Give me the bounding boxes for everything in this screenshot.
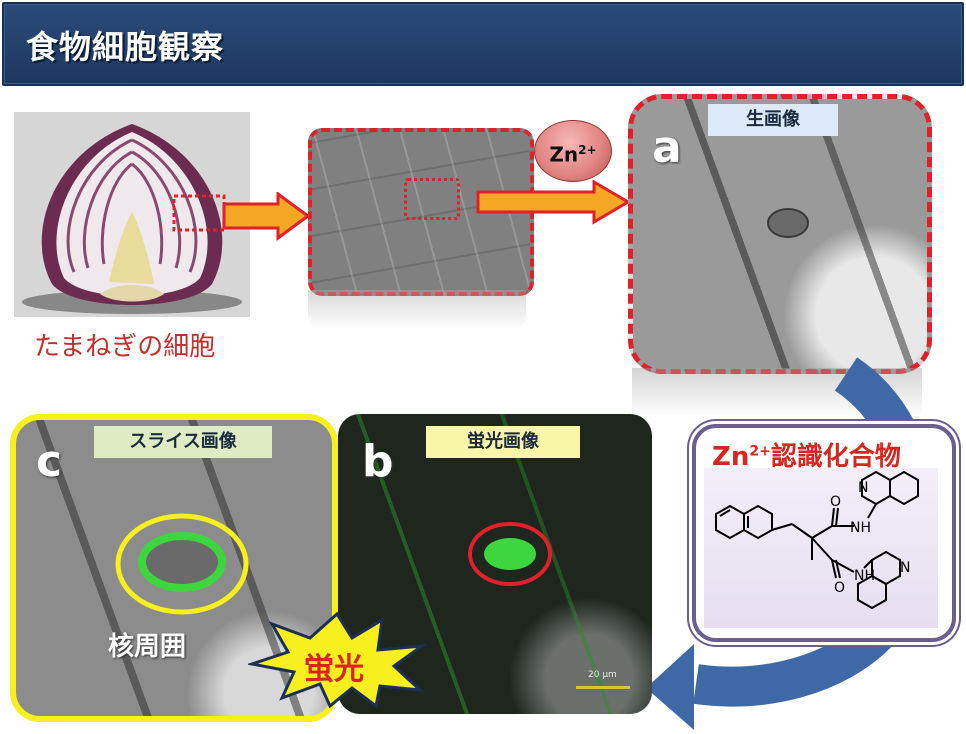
o-label-1: O <box>830 494 841 510</box>
title-banner <box>2 2 964 86</box>
page-title: 食物細胞観察 <box>26 28 225 66</box>
onion-photo <box>14 112 250 317</box>
molecule-diagram: NH NH N N O O <box>715 470 919 610</box>
panel-b-fluorescence-image: 20 μm <box>338 414 652 714</box>
arrow-right-icon <box>222 192 311 241</box>
panel-b-tag: 蛍光画像 <box>426 426 580 458</box>
n-label-2: N <box>900 560 910 576</box>
arrow-right-icon <box>476 180 631 225</box>
cell-nucleus-shape <box>767 208 809 238</box>
zoom-region-marker <box>404 178 460 220</box>
nh-label-1: NH <box>850 520 871 536</box>
compound-title-symbol: Zn <box>712 442 750 472</box>
panel-c-slice-image <box>10 414 338 722</box>
nh-label-2: NH <box>854 568 875 584</box>
compound-title-rest: 認識化合物 <box>770 442 901 472</box>
scale-bar-label: 20 μm <box>588 670 617 680</box>
n-label-1: N <box>858 480 868 496</box>
panel-b-letter: b <box>362 436 394 487</box>
o-label-2: O <box>834 580 845 596</box>
panel-a-tag: 生画像 <box>708 104 838 136</box>
micrograph-reflection <box>308 290 526 330</box>
compound-title: Zn2+認識化合物 <box>712 436 901 473</box>
scale-bar <box>576 686 630 689</box>
burst-star-icon <box>248 612 426 708</box>
panel-a-letter: a <box>652 122 682 173</box>
panel-a-raw-image <box>628 94 932 374</box>
compound-title-charge: 2+ <box>749 443 771 460</box>
panel-c-tag: スライス画像 <box>94 426 272 458</box>
onion-illustration <box>14 112 250 317</box>
chemical-structure: NH NH N N O O <box>704 468 938 628</box>
fluorescence-label: 蛍光 <box>304 652 364 687</box>
zinc-symbol: Zn <box>549 142 579 167</box>
nucleus-highlight <box>115 513 249 615</box>
zinc-charge: 2+ <box>578 143 597 157</box>
fluorescent-nucleus <box>468 522 552 586</box>
zinc-ion-badge: Zn2+ <box>534 120 612 182</box>
panel-c-letter: c <box>36 436 63 487</box>
perinuclear-label: 核周囲 <box>108 632 187 662</box>
onion-cell-label: たまねぎの細胞 <box>34 332 216 362</box>
